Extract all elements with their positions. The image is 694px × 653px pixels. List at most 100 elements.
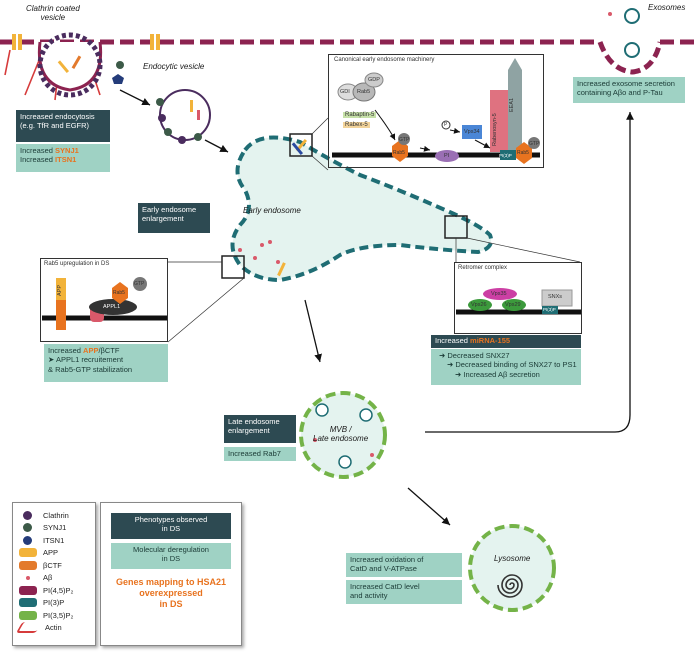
legend-item: ITSN1	[19, 534, 73, 547]
catd-box: Increased CatD level and activity	[346, 580, 462, 604]
rab5-panel-title: Rab5 upregulation in DS	[44, 261, 110, 267]
gtp-label-1: GTP	[399, 137, 410, 143]
canonical-panel-graphics	[332, 58, 540, 164]
mvb-label: MVB / Late endosome	[313, 425, 369, 444]
synj1-gene: SYNJ1	[55, 146, 79, 155]
mirna-effect-1: ➜ Decreased SNX27	[439, 351, 510, 360]
rab5-panel-graphics	[42, 277, 168, 330]
endocytic-vesicle-graphic	[156, 89, 211, 144]
legend-label: Actin	[45, 623, 62, 633]
lysosome-shape	[468, 524, 556, 612]
ee-enlargement-box: Early endosome enlargement	[138, 203, 210, 233]
retromer-panel	[454, 262, 582, 334]
legend-label: APP	[43, 548, 59, 558]
rab5-panel-rab5-label: Rab5	[113, 290, 125, 296]
legend-key-panel: Phenotypes observed in DS Molecular dere…	[100, 502, 242, 646]
legend-swatch	[19, 598, 37, 608]
legend-label: PI(3)P	[43, 598, 65, 608]
le-enlargement-box: Late endosome enlargement	[224, 415, 296, 443]
mvb-contents	[313, 403, 374, 469]
eea1-label: EEA1	[509, 97, 515, 112]
early-endosome-label: Early endosome	[243, 206, 301, 215]
exosomes-graphic	[608, 8, 640, 58]
legend-label: SYNJ1	[43, 523, 67, 533]
mirna-effect-3: ➜ Increased Aβ secretion	[455, 369, 540, 379]
retromer-pi3p-label: PI(3)P	[543, 307, 556, 312]
gdp-label: GDP	[368, 77, 380, 83]
legend-label: PI(4,5)P₂	[43, 585, 74, 595]
legend-molecular: Molecular deregulation in DS	[111, 543, 231, 569]
rabaptin-label: Rabaptin-5	[343, 112, 377, 118]
endocytic-vesicle-label: Endocytic vesicle	[143, 62, 205, 71]
gtp-label-2: GTP	[529, 141, 540, 147]
rab7-box: Increased Rab7	[224, 447, 296, 461]
legend-swatch	[23, 510, 32, 520]
endocytosis-box: Increased endocytosis (e.g. TfR and EGFR…	[16, 110, 110, 142]
rab5-panel	[40, 258, 168, 342]
vps29-label: Vps29	[505, 302, 521, 308]
app-label: APP	[57, 284, 63, 296]
legend-swatch	[23, 535, 32, 545]
vps34-label: Vps34	[464, 129, 480, 135]
exosome-secretion-box: Increased exosome secretion containing A…	[573, 77, 685, 103]
membrane-app-markers	[12, 34, 160, 50]
appl1-label: APPL1	[103, 304, 121, 310]
rab5-gtp-label: Rab5	[393, 150, 405, 156]
clathrin-vesicle-label: Clathrin coated vesicle	[26, 4, 80, 23]
retromer-title: Retromer complex	[458, 265, 508, 271]
app-box: Increased APP/βCTF ➤ APPL1 recruitement …	[44, 344, 168, 382]
legend-swatch	[19, 610, 37, 620]
lysosome-spiral	[497, 574, 523, 598]
p-label: P	[444, 122, 448, 128]
legend-label: Clathrin	[43, 510, 69, 520]
legend-item: Clathrin	[19, 509, 73, 522]
canonical-panel	[328, 54, 544, 168]
app-gene: APP	[83, 346, 99, 355]
retromer-panel-graphics	[456, 288, 582, 315]
legend-item: PI(4,5)P₂	[19, 584, 73, 597]
app-effects: ➤ APPL1 recruitement & Rab5-GTP stabiliz…	[48, 355, 133, 374]
legend-item: Aβ	[19, 572, 73, 585]
legend-label: ITSN1	[43, 535, 65, 545]
itsn1-prefix: Increased	[20, 155, 56, 165]
oxidation-box: Increased oxidation of CatD and V-ATPase	[346, 553, 462, 577]
legend-item: SYNJ1	[19, 522, 73, 535]
vps35-label: Vps35	[491, 291, 507, 297]
vps26-label: Vps26	[471, 302, 487, 308]
pi-label: PI	[444, 153, 450, 159]
snx-label: SNXs	[548, 294, 563, 300]
legend-item: Actin	[15, 622, 73, 635]
rab5-gdp-label: Rab5	[357, 89, 371, 95]
legend-item: PI(3,5)P₂	[19, 609, 73, 622]
legend-label: PI(3,5)P₂	[43, 610, 74, 620]
synj1-itsn1-box: Increased SYNJ1 Increased ITSN1	[16, 144, 110, 172]
mirna-prefix: Increased	[435, 336, 471, 345]
legend-label: Aβ	[43, 573, 53, 583]
legend-swatch	[23, 523, 32, 533]
legend-swatch	[26, 575, 30, 580]
mirna-effect-2: ➜ Decreased binding of SNX27 to PS1	[447, 360, 577, 370]
clathrin-vesicle-graphic	[4, 32, 124, 101]
legend-swatch	[15, 622, 43, 634]
early-endosome-shape	[230, 135, 494, 283]
itsn1-gene: ITSN1	[55, 155, 77, 165]
legend-swatch	[19, 585, 37, 595]
canonical-title: Canonical early endosome machinery	[334, 57, 435, 63]
legend-swatch	[19, 548, 37, 558]
legend-phenotypes: Phenotypes observed in DS	[111, 513, 231, 539]
rabex-label: Rabex-5	[343, 122, 370, 128]
legend-label: βCTF	[43, 560, 62, 570]
app-suffix: /βCTF	[98, 346, 120, 355]
legend-swatch	[19, 560, 37, 570]
app-prefix: Increased	[48, 346, 84, 355]
legend-item: APP	[19, 547, 73, 560]
legend-genes: Genes mapping to HSA21 overexpressed in …	[115, 577, 227, 609]
mirna-effects-box: ➜ Decreased SNX27 ➜ Decreased binding of…	[431, 349, 581, 385]
rab5-panel-gtp-label: GTP	[134, 281, 145, 287]
legend-item: βCTF	[19, 559, 73, 572]
rab5-label-2: Rab5	[517, 150, 529, 156]
legend-item: PI(3)P	[19, 597, 73, 610]
